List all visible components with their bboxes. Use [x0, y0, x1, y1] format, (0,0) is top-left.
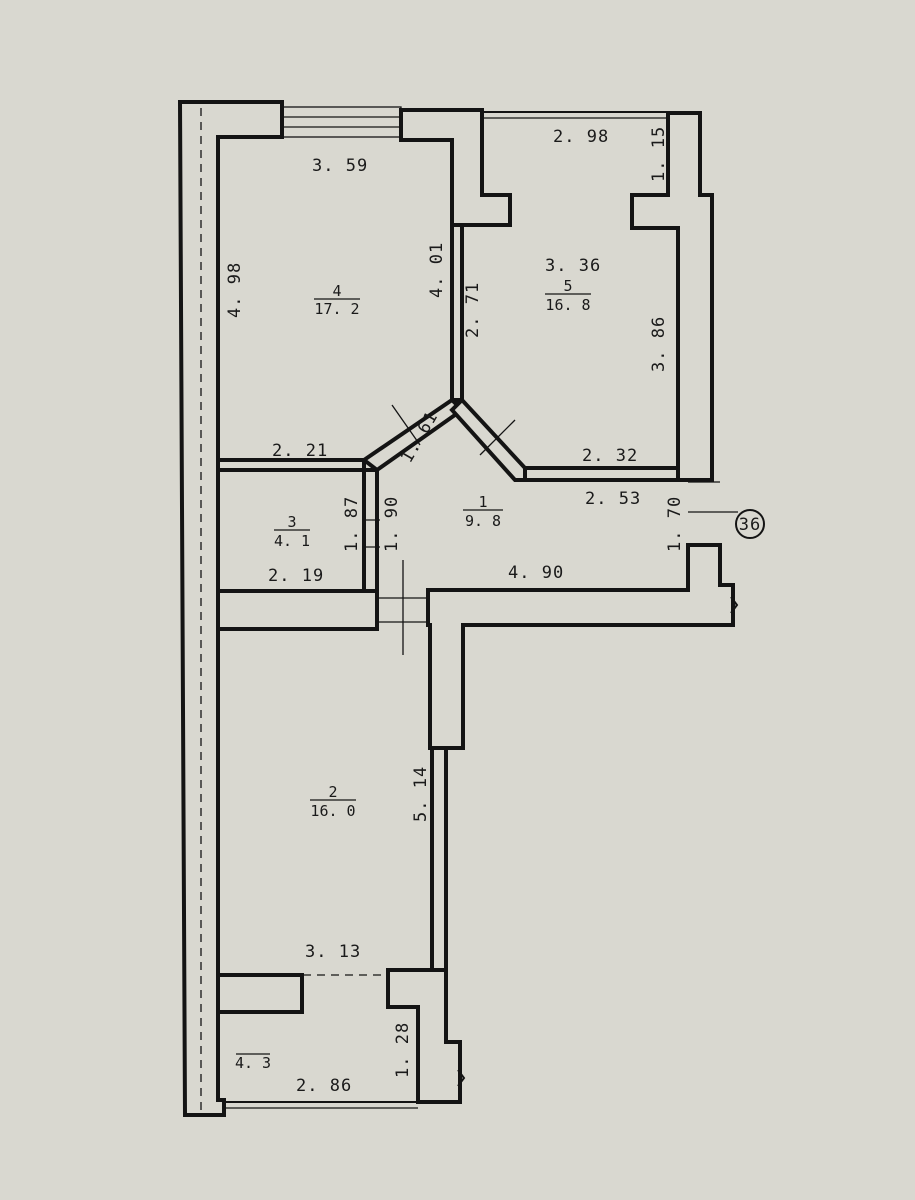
svg-text:16. 0: 16. 0 — [310, 802, 355, 820]
balcony-label: 4. 3 — [235, 1053, 271, 1072]
room-5-label: 5 16. 8 — [545, 277, 591, 314]
balcony-jamb — [457, 1069, 466, 1087]
svg-text:17. 2: 17. 2 — [314, 300, 359, 318]
svg-text:1: 1 — [478, 493, 487, 511]
dim-hall-bottom: 4. 90 — [508, 563, 564, 583]
dim-room3-bottom: 2. 19 — [268, 566, 324, 586]
room2-sw-stub — [216, 973, 304, 1014]
entry-jamb — [730, 596, 739, 614]
room-4-label: 4 17. 2 — [314, 282, 360, 318]
dim-room5-top: 2. 98 — [553, 127, 609, 147]
unit-marker: 36 — [735, 509, 765, 539]
room-2-label: 2 16. 0 — [310, 783, 356, 820]
svg-text:3: 3 — [287, 513, 296, 531]
dim-room4-right: 4. 01 — [427, 242, 447, 298]
balcony-east-pier — [386, 968, 462, 1104]
dim-room3-right: 1. 90 — [382, 496, 402, 552]
svg-text:5: 5 — [563, 277, 572, 295]
windows — [200, 106, 668, 1110]
svg-text:4: 4 — [332, 282, 341, 300]
svg-text:4. 3: 4. 3 — [235, 1054, 271, 1072]
dim-room4-top: 3. 59 — [312, 156, 368, 176]
dim-hall-entry: 1. 70 — [665, 496, 685, 552]
dim-balcony-bottom: 2. 86 — [296, 1076, 352, 1096]
room2-east-wall — [430, 746, 448, 972]
dim-room3-left: 1. 87 — [342, 496, 362, 552]
svg-text:4. 1: 4. 1 — [274, 532, 310, 550]
room5-south-partition — [523, 466, 680, 482]
room5-east-wall — [630, 111, 714, 482]
dim-room4-left: 4. 98 — [225, 262, 245, 318]
door-marks — [303, 404, 738, 976]
hall-south-wall — [426, 543, 735, 750]
dim-room5-width: 3. 36 — [545, 256, 601, 276]
dim-room4-bottom: 2. 21 — [272, 441, 328, 461]
room-1-label: 1 9. 8 — [463, 493, 503, 530]
unit-number: 36 — [739, 515, 761, 535]
partition-4-5 — [450, 223, 464, 402]
dim-room5-right: 3. 86 — [649, 316, 669, 372]
room-labels: 4 17. 2 5 16. 8 1 9. 8 3 4. 1 2 16. 0 4.… — [235, 277, 591, 1072]
room3-east-partition — [362, 468, 379, 593]
room4-east-pier — [399, 108, 512, 227]
room2-north-partition — [216, 589, 379, 631]
diag-wall-right — [449, 397, 527, 482]
svg-text:2: 2 — [328, 783, 337, 801]
dim-balcony-right: 1. 28 — [393, 1022, 413, 1078]
dim-room5-left: 2. 71 — [463, 282, 483, 338]
dim-hall-top: 2. 53 — [585, 489, 641, 509]
svg-text:9. 8: 9. 8 — [465, 512, 501, 530]
dim-room2-right: 5. 14 — [411, 766, 431, 822]
dim-room2-bottom: 3. 13 — [305, 942, 361, 962]
angled-walls — [360, 397, 527, 482]
window-room4 — [281, 106, 402, 138]
svg-text:16. 8: 16. 8 — [545, 296, 590, 314]
dim-room5-window: 1. 15 — [649, 126, 669, 182]
room-3-label: 3 4. 1 — [274, 513, 310, 550]
room4-south-partition — [216, 458, 366, 472]
walls — [177, 100, 735, 1117]
dim-room5-bottom: 2. 32 — [582, 446, 638, 466]
dimension-labels: 3. 59 4. 98 4. 01 2. 21 1. 61 2. 98 1. 1… — [225, 126, 685, 1096]
